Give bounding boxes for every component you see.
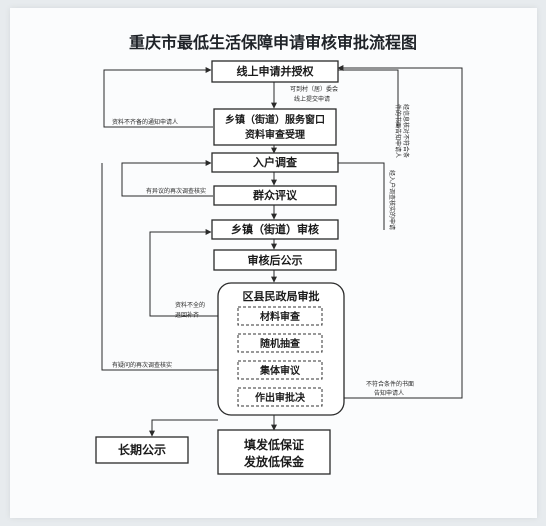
subnode-decision-label: 作出审批决 [255, 391, 306, 404]
node-long-term-notice-label: 长期公示 [118, 442, 166, 457]
node-issue-certificate: 填发低保证 发放低保金 [217, 429, 331, 475]
node-post-notice: 审核后公示 [213, 249, 337, 271]
note-incomplete-return-1: 资料不全的 [175, 301, 205, 309]
subnode-material-review: 材料审查 [237, 306, 323, 326]
subnode-random-check: 随机抽查 [237, 333, 323, 353]
node-district-approval: 区县民政局审批 材料审查 随机抽查 集体审议 作出审批决 [217, 282, 345, 416]
node-post-notice-label: 审核后公示 [248, 253, 303, 267]
node-public-review-label: 群众评议 [252, 188, 298, 202]
node-service-window-line2: 资料审查受理 [245, 128, 305, 141]
subnode-decision: 作出审批决 [237, 387, 323, 407]
note-vertical-c: 经入户调查核实的申请 [388, 170, 396, 230]
note-vertical-b: 件的书面告知申请人 [394, 104, 402, 158]
node-service-window-line1: 乡镇（街道）服务窗口 [225, 113, 325, 126]
note-village-2: 线上提交申请 [294, 95, 330, 103]
node-township-review-label: 乡镇（街道）审核 [231, 222, 319, 236]
node-issue-certificate-line1: 填发低保证 [244, 437, 304, 452]
node-household-survey-label: 入户调查 [253, 155, 297, 169]
subnode-collective-review: 集体审议 [237, 360, 323, 380]
subnode-material-review-label: 材料审查 [260, 310, 301, 323]
node-long-term-notice: 长期公示 [95, 436, 189, 464]
note-incomplete-return-2: 退回补齐 [175, 311, 199, 319]
note-disputed-recheck: 有异议的再次调查核实 [146, 187, 206, 195]
connectors [101, 65, 463, 437]
annotations: 可到村（居）委会 线上提交申请 资料不齐备的通知申请人 有异议的再次调查核实 资… [112, 85, 414, 397]
node-service-window: 乡镇（街道）服务窗口 资料审查受理 [213, 108, 337, 146]
note-doubtful-recheck: 有疑问的再次调查核实 [112, 361, 172, 369]
note-village-1: 可到村（居）委会 [290, 85, 338, 93]
node-district-approval-title: 区县民政局审批 [243, 289, 320, 303]
node-online-apply: 线上申请并授权 [211, 60, 339, 83]
note-reject-notify-2: 告知申请人 [374, 389, 404, 397]
node-household-survey: 入户调查 [211, 152, 339, 173]
node-issue-certificate-line2: 发放低保金 [243, 454, 305, 469]
subnode-collective-review-label: 集体审议 [259, 364, 301, 377]
node-online-apply-label: 线上申请并授权 [237, 64, 315, 78]
node-public-review: 群众评议 [213, 185, 337, 206]
node-township-review: 乡镇（街道）审核 [211, 219, 339, 240]
chart-title: 重庆市最低生活保障申请审核审批流程图 [129, 33, 417, 52]
subnode-random-check-label: 随机抽查 [260, 337, 301, 350]
note-vertical-a: 经信息核对不符合条 [402, 104, 410, 158]
note-reject-notify-1: 不符合条件的书面 [366, 380, 414, 388]
note-incomplete-notify: 资料不齐备的通知申请人 [112, 118, 178, 126]
